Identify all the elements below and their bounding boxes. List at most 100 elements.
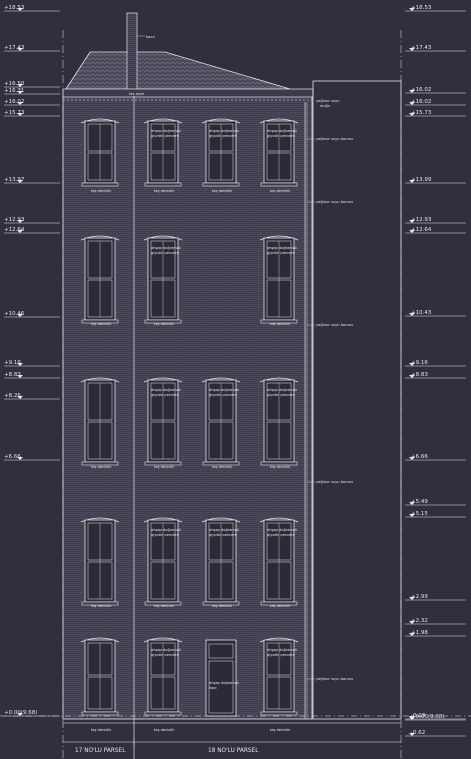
sill-label: taş denizlik	[270, 322, 291, 326]
level-marker-right: +6.66	[405, 454, 466, 461]
svg-text:+13.99: +13.99	[411, 177, 432, 183]
svg-text:+9.16: +9.16	[411, 360, 428, 366]
level-marker-right: +5.15	[405, 511, 466, 518]
level-marker-right: +17.43	[405, 45, 466, 52]
chimney-label: baca	[146, 35, 155, 39]
window-label: ahşap doğramalı	[267, 648, 297, 652]
sill-label: taş denizlik	[154, 189, 175, 193]
window	[259, 235, 299, 324]
stone-lintel-label: taş söve	[129, 92, 145, 96]
svg-text:+0.00(9.68): +0.00(9.68)	[4, 710, 37, 716]
window	[201, 118, 241, 187]
window	[143, 235, 183, 324]
window-label: giyotin pencere	[151, 393, 180, 397]
svg-text:-0.19: -0.19	[411, 713, 426, 719]
svg-text:+15.73: +15.73	[411, 110, 432, 116]
window-label: giyotin pencere	[209, 134, 238, 138]
svg-text:+12.64: +12.64	[411, 227, 432, 233]
svg-text:+12.93: +12.93	[4, 217, 25, 223]
window-label: giyotin pencere	[267, 653, 296, 657]
window-label: ahşap doğramalı	[267, 388, 297, 392]
roof	[65, 51, 291, 90]
window	[143, 377, 183, 466]
sill-label: taş denizlik	[91, 604, 112, 608]
windows-layer: taş denizlik taş denizlik taş denizlik taş …	[80, 118, 353, 732]
svg-text:-0.62: -0.62	[411, 730, 425, 736]
window	[259, 637, 299, 716]
sill-label: taş denizlik	[212, 189, 233, 193]
window	[80, 517, 120, 606]
sill-label: taş denizlik	[154, 604, 175, 608]
window-label: giyotin pencere	[209, 393, 238, 397]
sill-label: taş denizlik	[91, 322, 112, 326]
window-label: giyotin pencere	[209, 533, 238, 537]
svg-text:+10.43: +10.43	[411, 310, 432, 316]
level-marker-left: +6.66	[4, 454, 60, 461]
level-marker-right: +9.16	[405, 360, 466, 367]
sill-label: taş denizlik	[212, 465, 233, 469]
level-marker-left: +16.02	[4, 99, 60, 106]
window	[143, 517, 183, 606]
window-label: giyotin pencere	[267, 393, 296, 397]
window-label: giyotin pencere	[151, 251, 180, 255]
sill-label: taş denizlik	[91, 728, 112, 732]
level-marker-right: +1.98	[405, 630, 466, 637]
window-label: giyotin pencere	[151, 134, 180, 138]
window	[143, 637, 183, 716]
level-marker-left: +16.31	[4, 88, 60, 95]
window-label: giyotin pencere	[151, 653, 180, 657]
svg-text:+5.49: +5.49	[411, 499, 428, 505]
level-marker-left: +8.26	[4, 393, 60, 400]
level-marker-right: +16.02	[405, 99, 466, 106]
level-marker-left: +18.53	[4, 5, 60, 12]
window	[201, 377, 241, 466]
svg-text:+12.64: +12.64	[4, 227, 25, 233]
svg-text:+5.15: +5.15	[411, 511, 428, 517]
sill-label: taş denizlik	[91, 465, 112, 469]
window	[80, 377, 120, 466]
level-marker-left: +16.50	[4, 81, 60, 88]
gutter-label-1: yağmur suyu	[316, 99, 340, 103]
level-marker-right: +8.83	[405, 372, 466, 379]
svg-text:+6.66: +6.66	[411, 454, 428, 460]
parcel-17-label: 17 NO'LU PARSEL	[75, 748, 126, 754]
drain-pipe-label: yağmur suyu borusu	[316, 677, 353, 681]
door-label: kapı	[209, 686, 217, 690]
svg-text:+8.26: +8.26	[4, 393, 21, 399]
gutter-label-2: oluğu	[320, 104, 330, 108]
window	[201, 517, 241, 606]
svg-text:+12.93: +12.93	[411, 217, 432, 223]
window-label: giyotin pencere	[267, 251, 296, 255]
level-marker-left: +8.83	[4, 372, 60, 379]
level-marker-left: +17.43	[4, 45, 60, 52]
sill-label: taş denizlik	[91, 189, 112, 193]
level-marker-left: +9.16	[4, 360, 60, 367]
drain-pipe-label: yağmur suyu borusu	[316, 200, 353, 204]
level-marker-right: +18.53	[405, 5, 466, 12]
window	[259, 517, 299, 606]
level-marker-right: +12.93	[405, 217, 466, 224]
window	[80, 637, 120, 716]
window-label: ahşap doğramalı	[151, 648, 181, 652]
level-marker-right: +12.64	[405, 227, 466, 234]
window-label: ahşap doğramalı	[209, 388, 239, 392]
sill-label: taş denizlik	[154, 465, 175, 469]
window-label: ahşap doğramalı	[267, 528, 297, 532]
window-label: giyotin pencere	[267, 533, 296, 537]
level-marker-left: +13.97	[4, 177, 60, 184]
window-label: ahşap doğramalı	[151, 528, 181, 532]
sill-label: taş denizlik	[270, 604, 291, 608]
svg-text:+13.97: +13.97	[4, 177, 25, 183]
level-marker-right: +13.99	[405, 177, 466, 184]
window	[259, 377, 299, 466]
svg-text:+1.98: +1.98	[411, 630, 428, 636]
svg-text:+16.50: +16.50	[4, 81, 25, 87]
drain-pipe-label: yağmur suyu borusu	[316, 137, 353, 141]
svg-text:+8.83: +8.83	[4, 372, 21, 378]
parcel-18-label: 18 NO'LU PARSEL	[208, 748, 259, 754]
sill-label: taş denizlik	[270, 728, 291, 732]
window	[143, 118, 183, 187]
level-marker-left: +15.73	[4, 110, 60, 117]
cornice	[62, 88, 314, 98]
